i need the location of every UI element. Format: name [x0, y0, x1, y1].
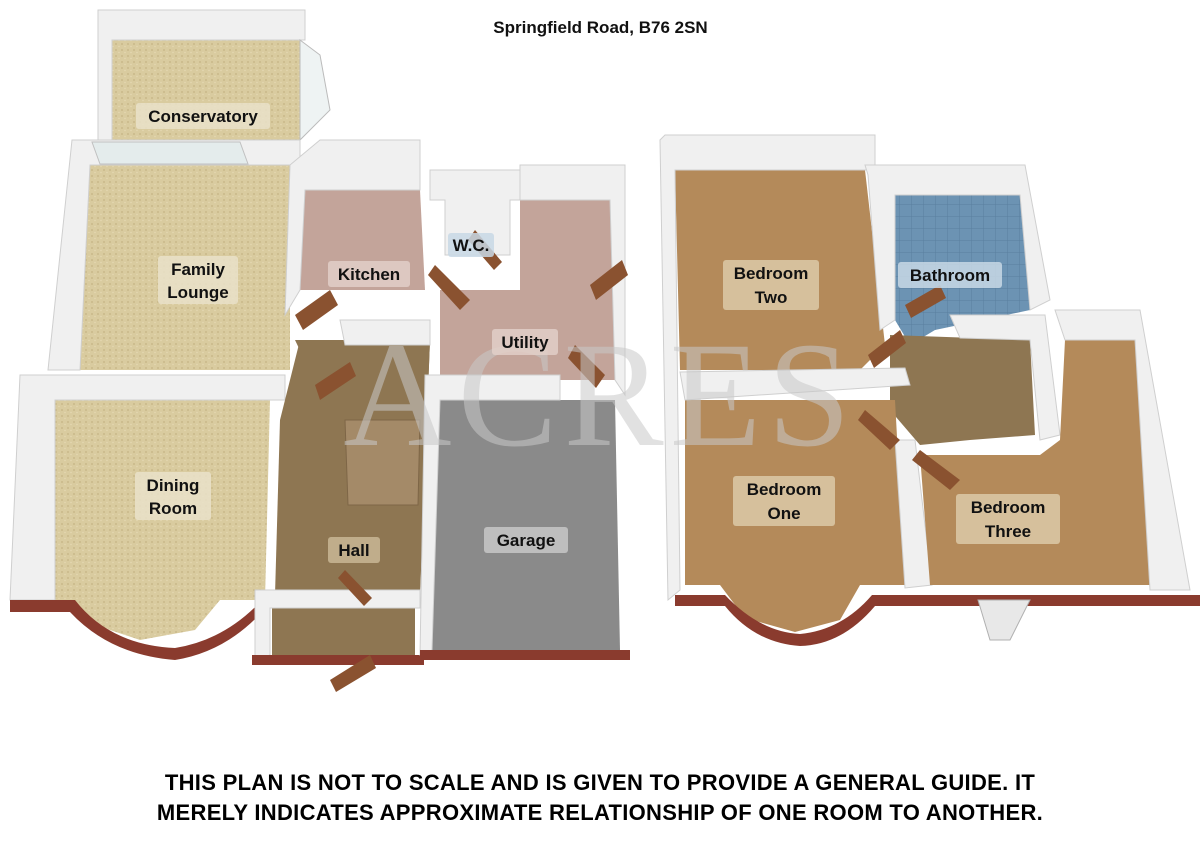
- door: [590, 260, 628, 300]
- page-title: Springfield Road, B76 2SN: [493, 18, 708, 37]
- landing-floor: [890, 335, 1035, 445]
- door: [568, 345, 605, 388]
- label-bedroom-one-2: One: [767, 504, 800, 523]
- bedroom-one-bay-brick: [675, 595, 1200, 646]
- label-conservatory: Conservatory: [148, 107, 258, 126]
- bathroom-wall: [864, 164, 1051, 331]
- label-utility: Utility: [501, 333, 549, 352]
- hall-porch-floor: [272, 605, 415, 655]
- door: [868, 330, 906, 368]
- label-bedroom-two-2: Two: [755, 288, 788, 307]
- landing-inner-wall: [949, 314, 1061, 441]
- label-bathroom: Bathroom: [910, 266, 990, 285]
- bedroom-two-wall: [659, 134, 876, 602]
- watermark: ACRES: [343, 312, 856, 478]
- garage-floor: [432, 400, 620, 650]
- utility-wall: [519, 164, 626, 397]
- family-lounge-wall: [47, 139, 301, 371]
- label-garage: Garage: [497, 531, 556, 550]
- door: [428, 265, 470, 310]
- door: [315, 362, 356, 400]
- door: [858, 410, 900, 450]
- label-bedroom-three-2: Three: [985, 522, 1031, 541]
- label-hall: Hall: [338, 541, 369, 560]
- label-family-lounge-2: Lounge: [167, 283, 228, 302]
- bedroom-one-wall: [679, 367, 911, 401]
- stairs: [344, 419, 421, 506]
- room-labels: Conservatory Family Lounge Dining Room K…: [135, 103, 1060, 563]
- door: [338, 570, 372, 606]
- label-bedroom-three-1: Bedroom: [971, 498, 1046, 517]
- door: [330, 655, 376, 692]
- dining-bay-brick: [10, 600, 262, 660]
- door: [912, 450, 960, 490]
- label-wc: W.C.: [453, 236, 490, 255]
- bay-window-small: [977, 599, 1031, 641]
- hall-wall: [339, 319, 431, 346]
- door: [295, 290, 338, 330]
- lounge-window: [91, 141, 249, 165]
- label-bedroom-one-1: Bedroom: [747, 480, 822, 499]
- disclaimer: THIS PLAN IS NOT TO SCALE AND IS GIVEN T…: [156, 770, 1044, 825]
- label-dining-room-1: Dining: [147, 476, 200, 495]
- garage-wall: [419, 374, 561, 656]
- label-bedroom-two-1: Bedroom: [734, 264, 809, 283]
- label-kitchen: Kitchen: [338, 265, 400, 284]
- kitchen-wall: [284, 139, 421, 317]
- bedroom-three-wall: [1054, 309, 1191, 591]
- garage-door-brick: [420, 650, 630, 660]
- utility-floor: [440, 200, 615, 380]
- label-family-lounge-1: Family: [171, 260, 225, 279]
- label-dining-room-2: Room: [149, 499, 197, 518]
- porch-brick: [252, 655, 424, 665]
- conservatory-window: [299, 39, 331, 142]
- door: [905, 285, 946, 318]
